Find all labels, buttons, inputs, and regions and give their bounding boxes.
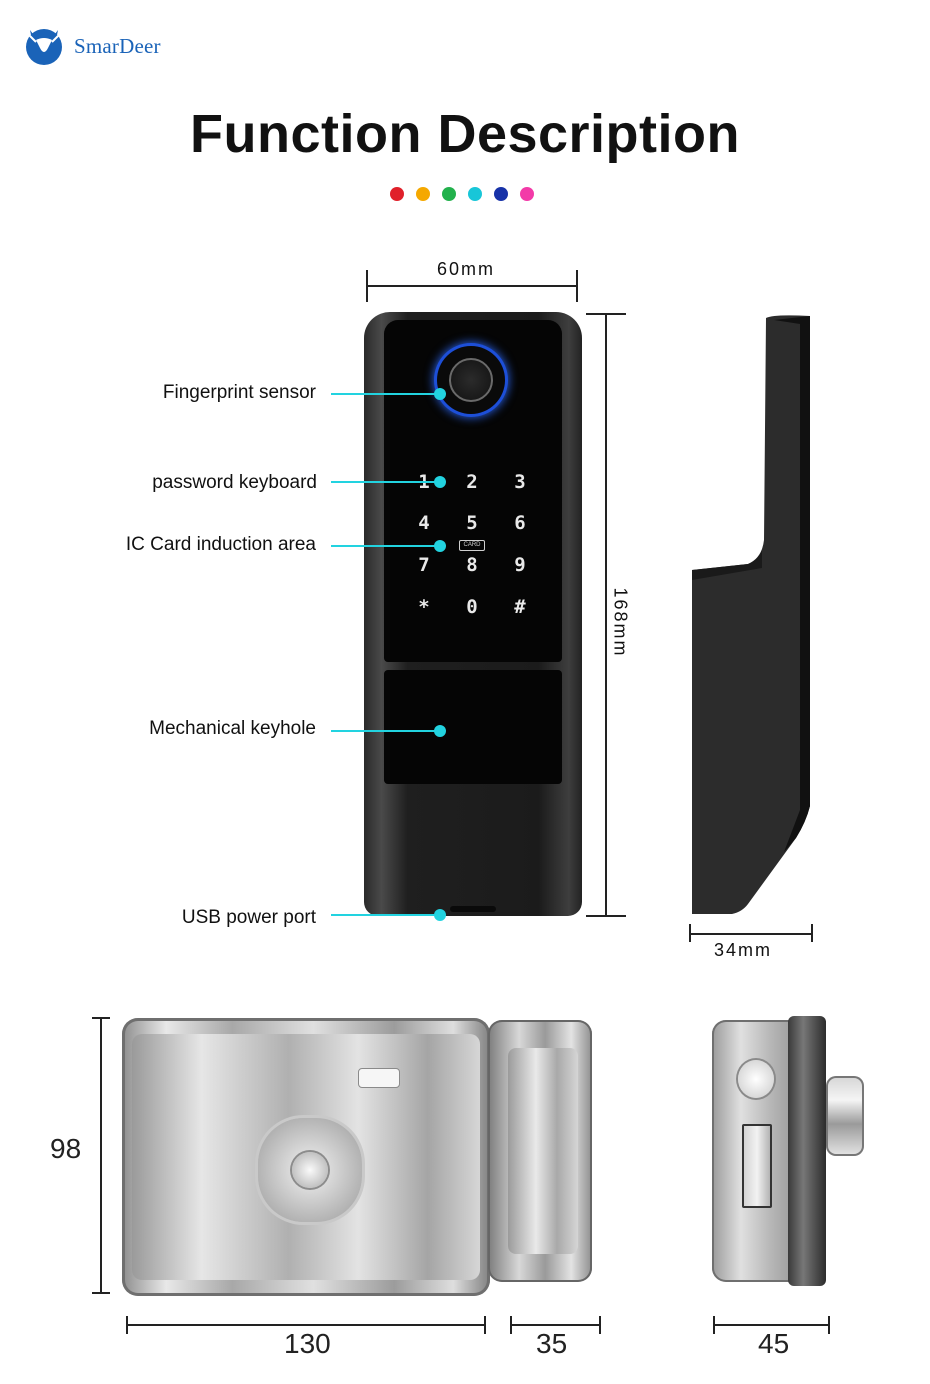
lock-side-profile — [692, 315, 810, 914]
callout-line — [331, 730, 440, 732]
callout-line — [331, 481, 440, 483]
fingerprint-icon — [449, 358, 493, 402]
card-icon: CARD — [459, 540, 485, 551]
depth-dimension-line — [690, 933, 812, 935]
callout-dot — [434, 388, 446, 400]
mech-side-dimension-line — [714, 1324, 829, 1326]
callout-line — [331, 393, 440, 395]
color-dot-pink — [520, 187, 534, 201]
key-hash[interactable]: # — [514, 596, 526, 618]
color-dot-yellow — [416, 187, 430, 201]
mech-side-dimension-label: 45 — [758, 1328, 790, 1359]
dim-tick — [484, 1316, 486, 1334]
key-9[interactable]: 9 — [514, 554, 526, 576]
callout-ic-card: IC Card induction area — [125, 534, 316, 555]
fingerprint-sensor — [437, 346, 505, 414]
width-dimension-label: 60mm — [437, 259, 496, 279]
key-8[interactable]: 8 — [466, 554, 478, 576]
callout-keyhole: Mechanical keyhole — [149, 718, 316, 739]
color-dots — [390, 187, 534, 201]
dim-tick — [510, 1316, 512, 1334]
color-dot-red — [390, 187, 404, 201]
keyhole-panel — [384, 670, 562, 784]
key-5[interactable]: 5 — [466, 512, 478, 534]
dim-tick — [586, 313, 626, 315]
callout-fingerprint: Fingerprint sensor — [162, 382, 316, 403]
color-dot-green — [442, 187, 456, 201]
callout-keyboard: password keyboard — [152, 472, 317, 493]
width-dimension-line — [367, 285, 577, 287]
callout-dot — [434, 540, 446, 552]
mech-depth-dimension-label: 35 — [536, 1328, 568, 1359]
key-star[interactable]: * — [418, 596, 430, 618]
height-dimension-label: 168mm — [610, 587, 631, 658]
depth-dimension-label: 34mm — [714, 940, 773, 960]
callout-dot — [434, 909, 446, 921]
mech-width-dimension-line — [127, 1324, 485, 1326]
dim-tick — [713, 1316, 715, 1334]
usb-port — [450, 906, 496, 912]
dim-tick — [92, 1017, 110, 1019]
mech-height-dimension-label: 98 — [50, 1133, 82, 1164]
key-0[interactable]: 0 — [466, 596, 478, 618]
page-title: Function Description — [190, 104, 740, 164]
mech-lock-knob — [258, 1118, 362, 1222]
key-3[interactable]: 3 — [514, 471, 526, 493]
dim-tick — [576, 270, 578, 302]
dim-tick — [366, 270, 368, 302]
dim-tick — [828, 1316, 830, 1334]
key-6[interactable]: 6 — [514, 512, 526, 534]
callout-line — [331, 914, 440, 916]
height-dimension-line — [605, 314, 607, 916]
callout-dot — [434, 476, 446, 488]
key-4[interactable]: 4 — [418, 512, 430, 534]
key-7[interactable]: 7 — [418, 554, 430, 576]
deer-icon — [26, 29, 62, 65]
key-2[interactable]: 2 — [466, 471, 478, 493]
mech-width-dimension-label: 130 — [284, 1328, 331, 1359]
brand-name: SmarDeer — [74, 33, 161, 58]
callout-line — [331, 545, 440, 547]
mech-lock-bolt — [508, 1048, 578, 1254]
dim-tick — [586, 915, 626, 917]
dim-tick — [811, 924, 813, 942]
mech-side-latch — [742, 1124, 772, 1208]
mech-side-rail — [788, 1016, 826, 1286]
mech-depth-dimension-line — [511, 1324, 600, 1326]
mech-height-dimension-line — [100, 1018, 102, 1293]
dim-tick — [92, 1292, 110, 1294]
color-dot-blue — [494, 187, 508, 201]
color-dot-cyan — [468, 187, 482, 201]
mech-side-knob — [826, 1076, 864, 1156]
mech-side-button — [738, 1060, 774, 1098]
mech-lock-slot — [358, 1068, 400, 1088]
dim-tick — [126, 1316, 128, 1334]
callout-usb: USB power port — [181, 907, 316, 928]
callout-dot — [434, 725, 446, 737]
brand-logo: SmarDeer — [22, 26, 161, 66]
knob-cylinder-icon — [292, 1152, 328, 1188]
dim-tick — [599, 1316, 601, 1334]
dim-tick — [689, 924, 691, 942]
